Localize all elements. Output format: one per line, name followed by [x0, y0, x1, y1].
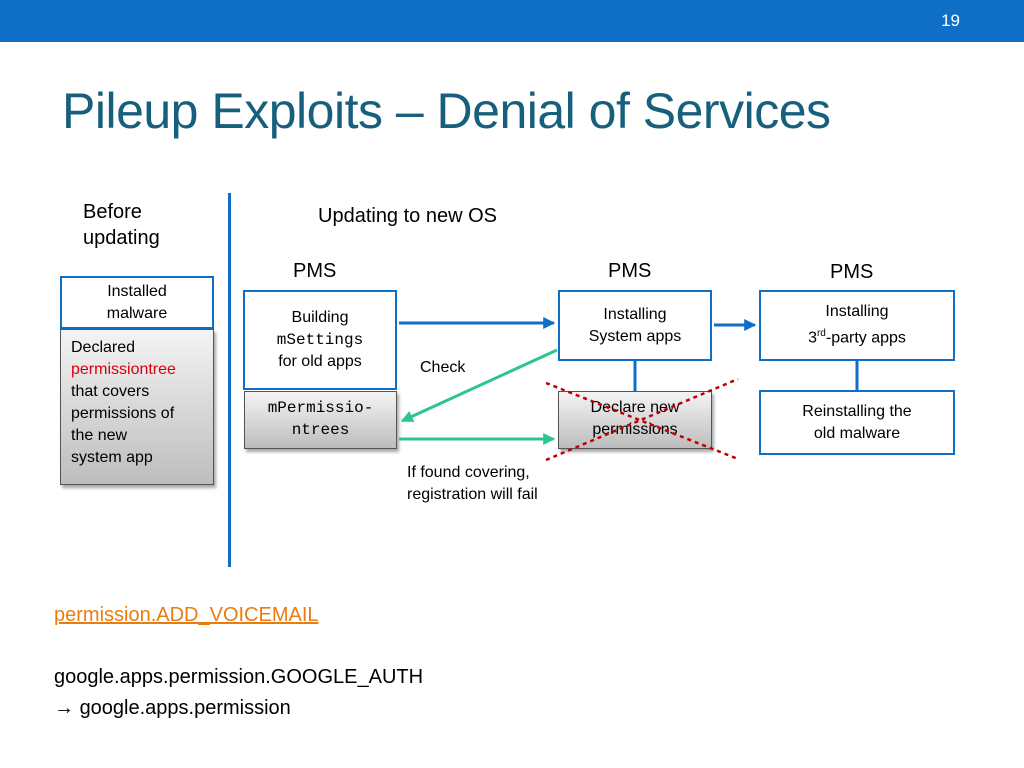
section-divider [228, 193, 231, 567]
slide-number: 19 [941, 11, 960, 30]
fail-note-line1: If found covering, [407, 464, 530, 481]
third-prefix: 3 [808, 329, 817, 347]
permissiontree-highlight: permissiontree [71, 361, 176, 378]
declared-line1: Declared [71, 339, 136, 356]
fail-note: If found covering, registration will fai… [407, 462, 538, 506]
installed-malware-line1: Installed [107, 282, 167, 300]
fail-note-line2: registration will fail [407, 486, 538, 503]
reinstalling-line1: Reinstalling the [802, 402, 912, 420]
installing-system-apps-box: Installing System apps [558, 290, 712, 361]
arrow-check [400, 348, 558, 423]
pms-label-1: PMS [293, 260, 337, 282]
building-msettings-box: Building mSettings for old apps [243, 290, 397, 390]
mpermission-line2: ntrees [291, 421, 350, 439]
reinstalling-line2: old malware [813, 424, 901, 442]
auth-result-text: google.apps.permission [79, 697, 291, 719]
slide-title: Pileup Exploits – Denial of Services [62, 83, 831, 139]
reinstalling-box: Reinstalling the old malware [759, 390, 955, 455]
before-updating-line1: Before [83, 201, 142, 223]
mpermission-line1: mPermissio- [267, 399, 374, 417]
installing-third-line1: Installing [825, 303, 889, 321]
cross-line-1 [545, 381, 739, 461]
check-label: Check [420, 359, 466, 376]
installed-malware-box: Installed malware [60, 276, 214, 329]
updating-heading: Updating to new OS [318, 205, 497, 227]
google-auth-line: google.apps.permission.GOOGLE_AUTH [54, 666, 424, 688]
pms-label-2: PMS [608, 260, 652, 282]
installing-third-line2: 3rd-party apps [808, 323, 906, 349]
third-suffix: -party apps [825, 329, 906, 347]
msettings-code: mSettings [276, 331, 364, 349]
declared-line4: permissions of [71, 405, 175, 422]
google-auth-result: → google.apps.permission [54, 695, 291, 721]
mpermissiontrees-box: mPermissio- ntrees [244, 391, 397, 449]
building-line3: for old apps [278, 353, 362, 370]
building-line1: Building [291, 309, 349, 326]
before-updating-line2: updating [83, 227, 160, 249]
right-arrow-icon: → [54, 697, 74, 719]
pms-label-3: PMS [830, 261, 874, 283]
third-superscript: rd [816, 328, 826, 340]
declare-new-line2: permissions [592, 421, 678, 438]
installing-system-line2: System apps [588, 327, 682, 345]
installed-malware-line2: malware [106, 304, 168, 322]
before-updating-heading: Before updating [83, 199, 160, 251]
declared-line5: the new [71, 427, 128, 444]
declared-permissiontree-box: Declared permissiontree that covers perm… [60, 329, 214, 485]
installing-system-line1: Installing [603, 305, 667, 323]
cross-line-2 [545, 377, 739, 462]
top-bar: 19 [0, 0, 1024, 42]
add-voicemail-link[interactable]: permission.ADD_VOICEMAIL [54, 604, 319, 626]
installing-third-party-box: Installing 3rd-party apps [759, 290, 955, 361]
declared-line3: that covers [71, 383, 150, 400]
declared-line6: system app [71, 449, 153, 466]
